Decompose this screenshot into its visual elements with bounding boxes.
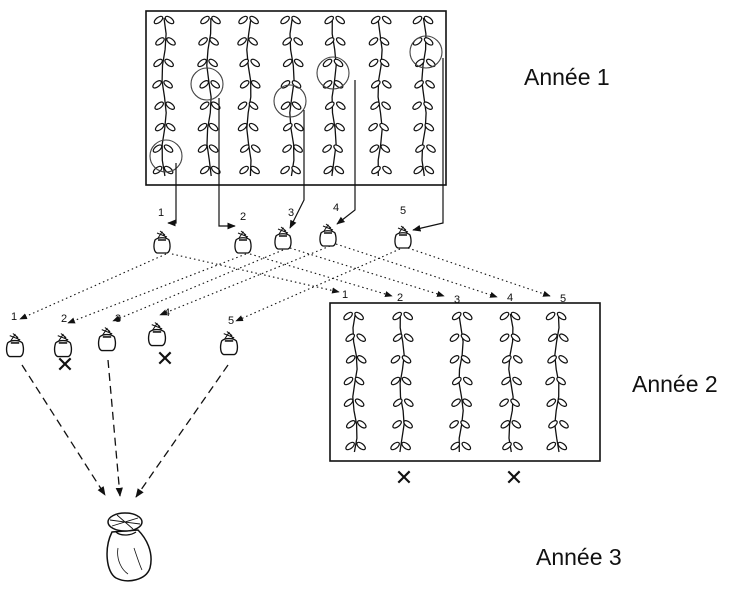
bulk-seed-sack-icon <box>106 512 152 582</box>
seed-split-arrow <box>407 247 551 297</box>
seed-bag-icon <box>147 322 167 347</box>
year1-label: Année 1 <box>524 64 610 90</box>
year1-plant-rows <box>152 15 436 177</box>
seed-bag-icon <box>274 226 292 250</box>
plant-row <box>545 311 569 453</box>
seed-bag-icon <box>97 327 117 352</box>
reject-mark: ✕ <box>56 352 74 377</box>
plant-row <box>368 15 392 177</box>
harvest-arrow <box>289 110 305 229</box>
reject-marks: ✕ ✕ ✕ ✕ <box>56 346 523 490</box>
year1-bag-number: 1 <box>158 207 164 219</box>
bulk-arrow <box>135 364 229 498</box>
plant-row <box>343 311 367 453</box>
left-bag-number: 2 <box>61 313 67 325</box>
selected-plant-circle <box>316 56 350 90</box>
year2-field <box>329 302 601 462</box>
bulk-arrow <box>107 359 123 497</box>
year2-row-number: 5 <box>560 293 566 305</box>
reject-mark: ✕ <box>505 465 523 490</box>
year2-plant-rows <box>343 311 569 453</box>
seed-bag-icon <box>234 230 252 254</box>
seed-bag-icon <box>53 333 73 358</box>
plant-row <box>237 15 261 177</box>
year2-row-number: 4 <box>507 292 513 304</box>
selected-plant-circle <box>409 35 443 69</box>
harvest-arrow <box>218 98 236 230</box>
seed-split-arrow <box>171 253 340 294</box>
year1-bag-number: 5 <box>400 205 406 217</box>
seed-split-arrow <box>67 253 247 324</box>
seed-bag-icon <box>5 333 25 358</box>
plant-row <box>152 15 176 177</box>
year2-row-number: 2 <box>397 292 403 304</box>
selected-plant-circle <box>190 67 224 101</box>
selected-plant-circles <box>149 35 443 173</box>
year1-bag-number: 3 <box>288 207 294 219</box>
seed-bag-icon <box>319 223 337 247</box>
harvest-arrow <box>412 58 444 232</box>
seed-split-arrow <box>112 249 284 322</box>
harvest-arrows <box>167 58 444 232</box>
harvest-arrow <box>167 163 177 227</box>
bulk-arrow <box>21 364 106 496</box>
reject-mark: ✕ <box>395 465 413 490</box>
left-bag-number: 5 <box>228 315 234 327</box>
plant-row <box>499 311 523 453</box>
seed-bags <box>5 223 412 358</box>
reject-mark: ✕ <box>156 346 174 371</box>
selected-plant-circle <box>273 84 307 118</box>
plant-row <box>449 311 473 453</box>
seed-split-arrow <box>19 253 167 320</box>
seed-split-arrow <box>159 245 331 316</box>
plant-row <box>197 15 221 177</box>
seed-split-arrow <box>235 248 401 322</box>
selected-plant-circle <box>149 139 183 173</box>
year2-row-number: 1 <box>342 289 348 301</box>
seed-split-arrow <box>249 253 393 297</box>
left-bag-number: 4 <box>164 307 170 319</box>
plant-row <box>412 15 436 177</box>
seed-bag-icon <box>219 331 239 356</box>
seed-split-arrows <box>19 243 551 324</box>
bag-labels: 1 2 3 4 5 1 2 3 4 5 1 2 3 4 5 <box>11 202 566 327</box>
bulk-arrows <box>21 359 229 498</box>
plant-row <box>280 15 304 177</box>
left-bag-number: 3 <box>115 313 121 325</box>
plant-row <box>390 311 414 453</box>
year2-row-number: 3 <box>454 294 460 306</box>
year1-field <box>145 10 447 186</box>
year2-label: Année 2 <box>632 371 718 397</box>
year1-bag-number: 4 <box>333 202 339 214</box>
seed-split-arrow <box>335 243 498 298</box>
plant-row <box>322 15 346 177</box>
seed-bag-icon <box>153 230 171 254</box>
harvest-arrow <box>336 80 356 225</box>
seed-bag-icon <box>394 225 412 249</box>
year3-label: Année 3 <box>536 544 622 570</box>
year1-bag-number: 2 <box>240 211 246 223</box>
left-bag-number: 1 <box>11 311 17 323</box>
